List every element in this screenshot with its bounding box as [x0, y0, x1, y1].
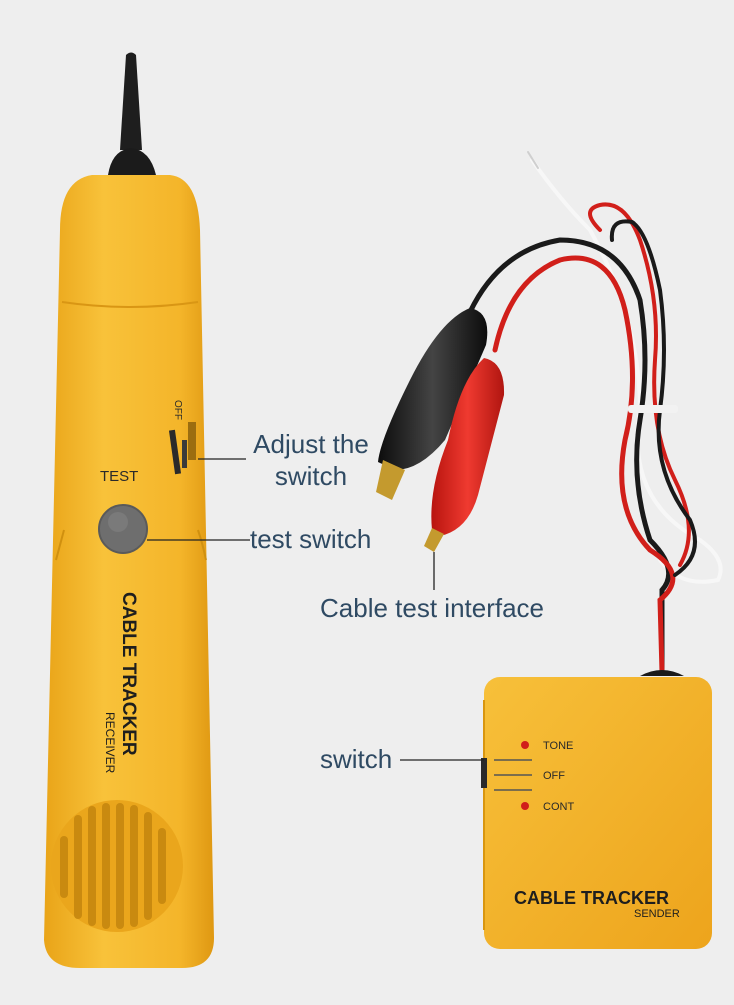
- red-alligator-clip: [424, 358, 505, 552]
- adjust-switch-callout: Adjust the switch: [253, 429, 369, 491]
- cont-led: [521, 802, 529, 810]
- test-switch-callout: test switch: [250, 524, 372, 554]
- receiver-model: RECEIVER: [103, 712, 117, 774]
- receiver-brand: CABLE TRACKER: [118, 592, 139, 756]
- sender-tone-label: TONE: [543, 740, 573, 752]
- cable-interface-callout: Cable test interface: [320, 593, 545, 623]
- receiver-volume-switch[interactable]: [168, 422, 196, 475]
- test-leads: [467, 151, 723, 675]
- sender-model: SENDER: [634, 908, 680, 920]
- speaker-grille: [51, 800, 183, 932]
- receiver-test-label: TEST: [100, 468, 138, 485]
- sender-cont-label: CONT: [543, 801, 574, 813]
- receiver-probe: TEST OFF CABLE TRACKER RECEIVER: [44, 52, 214, 968]
- receiver-off-label: OFF: [172, 400, 183, 420]
- switch-callout: switch: [320, 744, 393, 774]
- sender-brand: CABLE TRACKER: [514, 888, 669, 908]
- sender-off-label: OFF: [543, 770, 565, 782]
- sender-mode-switch[interactable]: [481, 758, 532, 791]
- sender-unit: TONE OFF CONT CABLE TRACKER SENDER: [481, 670, 712, 949]
- black-alligator-clip: [376, 308, 488, 500]
- tone-led: [521, 741, 529, 749]
